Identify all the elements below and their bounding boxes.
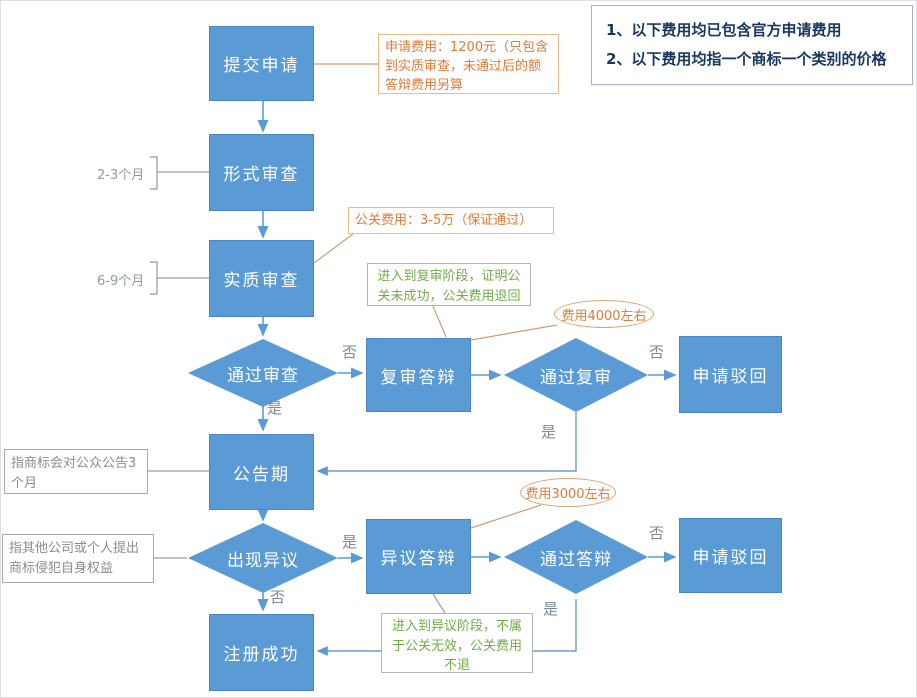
edge-label-no-pass-reexam: 否 — [649, 343, 665, 361]
line-fee-3000 — [470, 504, 542, 529]
annotation-fee-4000: 费用4000左右 — [554, 300, 654, 328]
note-objection-desc: 指其他公司或个人提出商标侵犯自身权益 — [2, 534, 154, 583]
node-substantive-review[interactable]: 实质审查 — [209, 240, 314, 317]
node-formal-review[interactable]: 形式审查 — [209, 134, 314, 211]
node-reexam-defense[interactable]: 复审答辩 — [366, 338, 471, 412]
edge-label-yes-objection: 是 — [342, 533, 358, 551]
node-registration-success[interactable]: 注册成功 — [209, 614, 314, 691]
arrow-passreexam-yes-to-announcement — [316, 412, 577, 476]
fee-info-line-2: 2、以下费用均指一个商标一个类别的价格 — [606, 49, 887, 68]
note-announcement-desc: 指商标会对公众公告3个月 — [4, 449, 148, 494]
line-reexam-refund-note — [432, 305, 447, 338]
edge-label-no-objection: 否 — [270, 588, 286, 606]
fee-info-box: 1、以下费用均已包含官方申请费用 2、以下费用均指一个商标一个类别的价格 — [591, 5, 913, 85]
edge-label-yes-pass-reexam: 是 — [541, 423, 557, 441]
note-objection-no-refund: 进入到异议阶段，不属于公关无效，公关费用不退 — [381, 613, 533, 673]
edge-label-yes-pass-review: 是 — [267, 399, 283, 417]
annotation-fee-3000: 费用3000左右 — [520, 478, 616, 507]
annotation-pr-fee: 公关费用：3-5万（保证通过） — [348, 207, 554, 234]
edge-label-yes-pass-defense: 是 — [543, 600, 559, 618]
line-pr-fee — [313, 233, 354, 264]
edge-label-no-pass-defense: 否 — [649, 524, 665, 542]
annotation-application-fee: 申请费用：1200元（只包含到实质审查，未通过后的额答辩费用另算 — [378, 34, 559, 94]
node-submit-application[interactable]: 提交申请 — [209, 26, 314, 101]
edge-label-no-pass-review: 否 — [342, 343, 358, 361]
bracket-substantive-duration — [150, 261, 158, 295]
line-fee-4000 — [470, 324, 558, 341]
duration-substantive-review: 6-9个月 — [97, 274, 145, 289]
node-application-rejected-2[interactable]: 申请驳回 — [679, 518, 782, 593]
duration-formal-review: 2-3个月 — [97, 168, 145, 183]
note-reexam-refund: 进入到复审阶段，证明公关未成功，公关费用退回 — [367, 263, 531, 306]
node-application-rejected-1[interactable]: 申请驳回 — [679, 336, 782, 413]
node-announcement-period[interactable]: 公告期 — [209, 434, 314, 510]
bracket-formal-duration — [150, 156, 158, 190]
line-objection-no-refund-note — [432, 593, 446, 614]
fee-info-line-1: 1、以下费用均已包含官方申请费用 — [606, 21, 842, 39]
node-objection-defense[interactable]: 异议答辩 — [366, 519, 471, 594]
